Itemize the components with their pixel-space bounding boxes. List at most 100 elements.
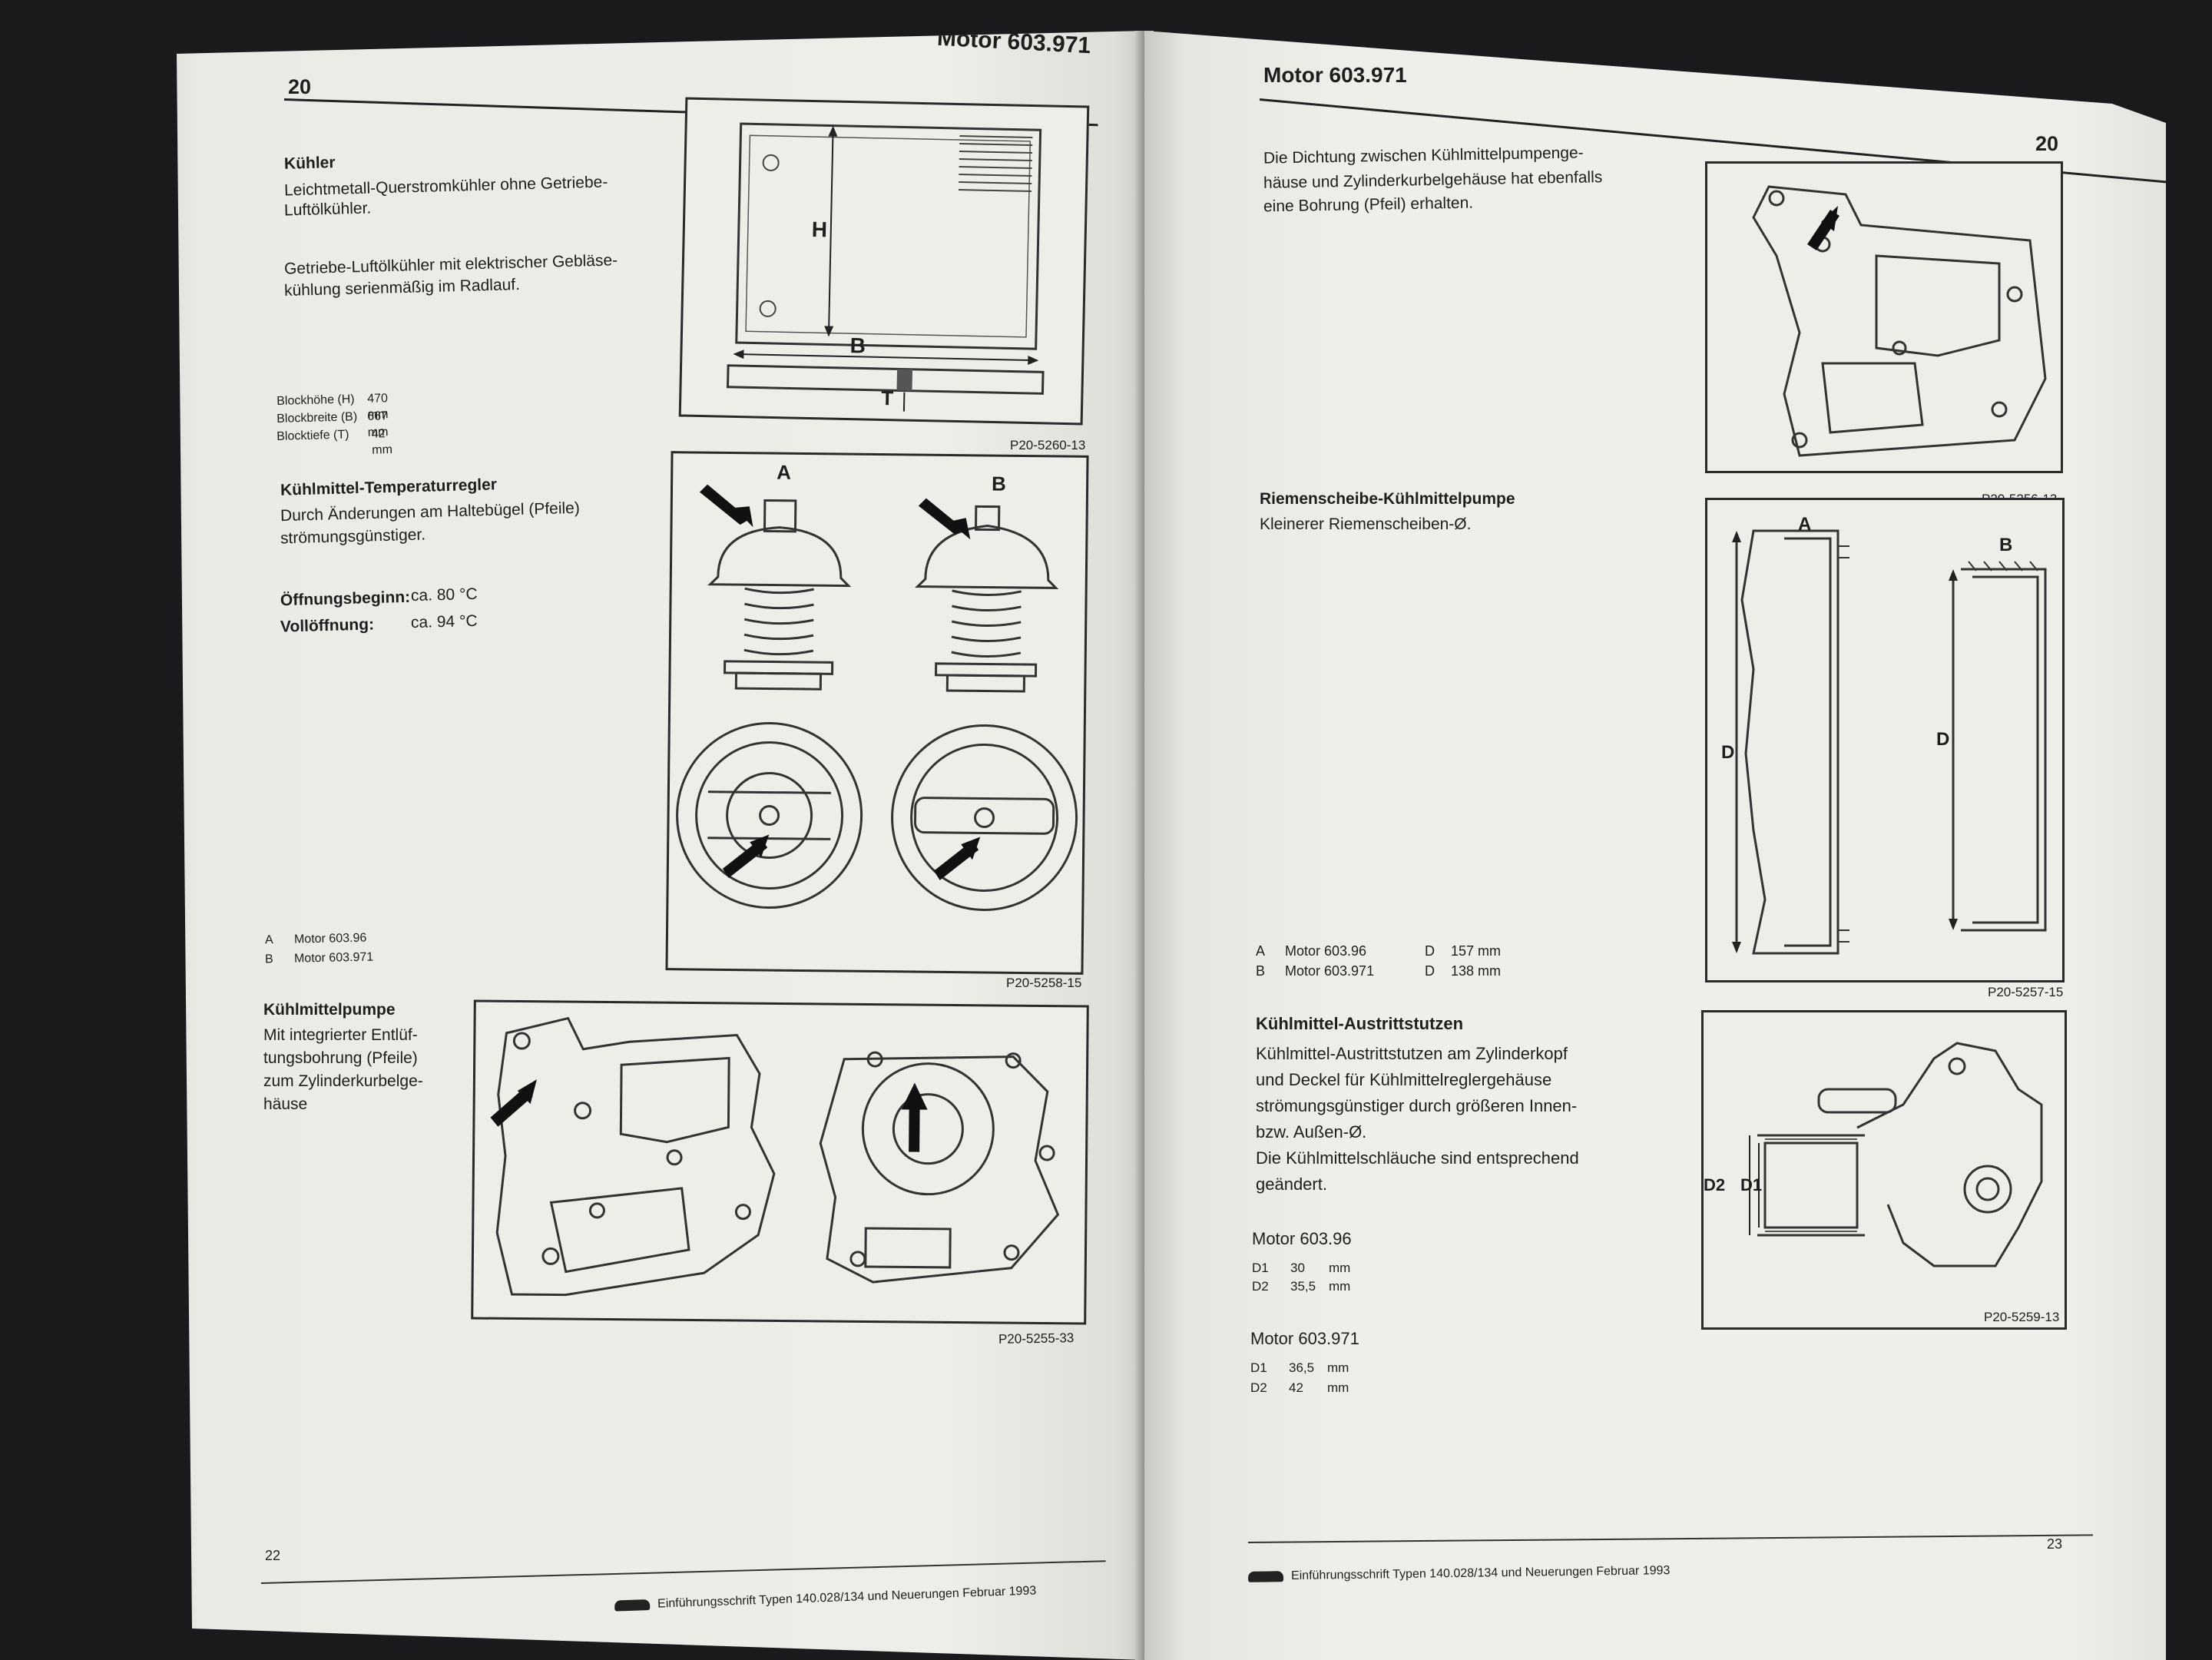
pump-drawing — [490, 1016, 1060, 1297]
pump-text-line: tungsbohrung (Pfeile) — [263, 1049, 418, 1067]
radiator-label-t: T — [880, 386, 894, 410]
legend-dvalue: 157 mm — [1451, 943, 1502, 959]
spec-value: 42 mm — [371, 427, 393, 457]
spec-label: Blocktiefe (T) — [276, 428, 349, 443]
outlet-text-line: bzw. Außen-Ø. — [1256, 1122, 1367, 1141]
legend-key: A — [264, 933, 273, 947]
pulley-label-d-a: D — [1721, 742, 1735, 763]
dim-key: D1 — [1252, 1261, 1269, 1275]
right-page-footer: Einführungsschrift Typen 140.028/134 und… — [1247, 1564, 1671, 1584]
dim-value: 35,5 — [1290, 1279, 1316, 1294]
dim-key: D2 — [1250, 1380, 1267, 1395]
thermostat-drawing — [676, 484, 1078, 911]
right-page-header-number: 20 — [2035, 132, 2059, 155]
pulley-figure: A B D D — [1705, 498, 2065, 982]
motor-603971-title: Motor 603.971 — [1250, 1329, 1359, 1348]
thermostat-legend: B Motor 603.971 — [265, 949, 374, 968]
left-page-header-title: Motor 603.971 — [936, 25, 1091, 59]
dim-unit: mm — [1329, 1261, 1351, 1275]
dim-key: D1 — [1250, 1360, 1267, 1375]
footer-text: Einführungsschrift Typen 140.028/134 und… — [1290, 1564, 1671, 1583]
radiator-figure-code: P20-5260-13 — [1010, 438, 1086, 452]
gasket-figure — [1705, 161, 2063, 473]
car-icon — [614, 1599, 651, 1612]
right-page-footer-number: 23 — [2047, 1536, 2063, 1552]
thermostat-label-a: A — [777, 460, 792, 484]
radiator-label-h: H — [811, 217, 828, 242]
dim-unit: mm — [1327, 1380, 1349, 1395]
dim-value: 30 — [1290, 1261, 1305, 1275]
outlet-label-d1: D1 — [1740, 1175, 1763, 1194]
thermostat-figure: A B — [665, 451, 1089, 975]
thermostat-label-b: B — [991, 472, 1007, 495]
left-page: 20 Motor 603.971 Kühler Leichtmetall-Que… — [177, 25, 1144, 1660]
outlet-heading: Kühlmittel-Austrittstutzen — [1256, 1014, 1464, 1033]
right-page-header-title: Motor 603.971 — [1263, 63, 1407, 87]
outlet-text-line: strömungsgünstiger durch größeren Innen- — [1256, 1096, 1578, 1115]
pump-figure — [471, 999, 1089, 1325]
full-opening-value: ca. 94 °C — [410, 611, 478, 632]
legend-dkey: D — [1425, 943, 1435, 959]
pulley-heading: Riemenscheibe-Kühlmittelpumpe — [1260, 490, 1515, 508]
radiator-text-line: Luftölkühler. — [283, 199, 372, 220]
gasket-drawing — [1752, 185, 2047, 457]
gasket-text-line: häuse und Zylinderkurbelgehäuse hat eben… — [1263, 168, 1603, 192]
thermostat-legend: A Motor 603.96 — [265, 930, 367, 949]
outlet-drawing — [1749, 1042, 2043, 1267]
legend-key: B — [1256, 963, 1266, 979]
thermostat-figure-code: P20-5258-15 — [1006, 976, 1082, 990]
footer-rule — [1247, 1534, 2093, 1543]
thermostat-text-line: Durch Änderungen am Haltebügel (Pfeile) — [280, 499, 581, 525]
outlet-figure: D2 D1 — [1701, 1010, 2067, 1330]
legend-dvalue: 138 mm — [1451, 963, 1502, 979]
gasket-text-line: eine Bohrung (Pfeil) erhalten. — [1263, 194, 1474, 216]
pulley-label-d-b: D — [1936, 729, 1950, 750]
left-page-footer: Einführungsschrift Typen 140.028/134 und… — [614, 1584, 1037, 1612]
dimension-row: D1 30 mm — [1252, 1260, 1350, 1276]
full-opening-label: Vollöffnung: — [280, 615, 375, 636]
left-page-header-number: 20 — [288, 75, 312, 98]
legend-dkey: D — [1425, 963, 1435, 979]
outlet-text-line: Die Kühlmittelschläuche sind entsprechen… — [1256, 1148, 1579, 1168]
footer-text: Einführungsschrift Typen 140.028/134 und… — [657, 1584, 1037, 1611]
pulley-legend-row: B Motor 603.971 D 138 mm — [1256, 963, 1501, 979]
pump-text-line: zum Zylinderkurbelge- — [263, 1072, 423, 1090]
gasket-text-line: Die Dichtung zwischen Kühlmittelpumpenge… — [1263, 144, 1584, 167]
dimension-row: D2 35,5 mm — [1252, 1278, 1350, 1294]
outlet-label-d2: D2 — [1704, 1175, 1726, 1194]
pulley-label-a: A — [1798, 514, 1812, 535]
car-icon — [1247, 1571, 1284, 1582]
legend-key: B — [264, 953, 273, 966]
motor-60396-title: Motor 603.96 — [1252, 1229, 1352, 1248]
dimension-row: D1 36,5 mm — [1250, 1360, 1349, 1376]
pump-text-line: häuse — [263, 1095, 308, 1113]
outlet-text-line: Kühlmittel-Austrittstutzen am Zylinderko… — [1256, 1044, 1568, 1063]
dim-key: D2 — [1252, 1279, 1269, 1294]
legend-value: Motor 603.971 — [293, 950, 374, 966]
opening-start-value: ca. 80 °C — [410, 585, 478, 605]
pump-heading: Kühlmittelpumpe — [263, 1001, 396, 1019]
outlet-figure-code: P20-5259-13 — [1984, 1310, 2060, 1324]
footer-rule — [260, 1560, 1106, 1584]
pulley-drawing — [1732, 529, 2047, 955]
dim-value: 42 — [1289, 1380, 1303, 1395]
outlet-text-line: geändert. — [1256, 1175, 1327, 1194]
radiator-label-b: B — [849, 333, 866, 358]
radiator-heading: Kühler — [283, 154, 336, 173]
dim-value: 36,5 — [1289, 1360, 1315, 1375]
dimension-row: D2 42 mm — [1250, 1380, 1349, 1396]
pulley-label-b: B — [1999, 535, 2013, 555]
radiator-drawing — [726, 122, 1045, 412]
thermostat-heading: Kühlmittel-Temperaturregler — [280, 475, 498, 499]
legend-value: Motor 603.96 — [293, 931, 367, 946]
dim-unit: mm — [1329, 1279, 1351, 1294]
opening-start-label: Öffnungsbeginn: — [280, 588, 411, 610]
outlet-text-line: und Deckel für Kühlmittelreglergehäuse — [1256, 1070, 1552, 1089]
legend-motor: Motor 603.971 — [1285, 963, 1375, 979]
pump-figure-code: P20-5255-33 — [998, 1330, 1075, 1347]
dim-unit: mm — [1327, 1360, 1349, 1375]
pulley-figure-code: P20-5257-15 — [1988, 985, 2064, 999]
legend-motor: Motor 603.96 — [1285, 943, 1367, 959]
right-page: Motor 603.971 20 Die Dichtung zwischen K… — [1144, 31, 2166, 1660]
